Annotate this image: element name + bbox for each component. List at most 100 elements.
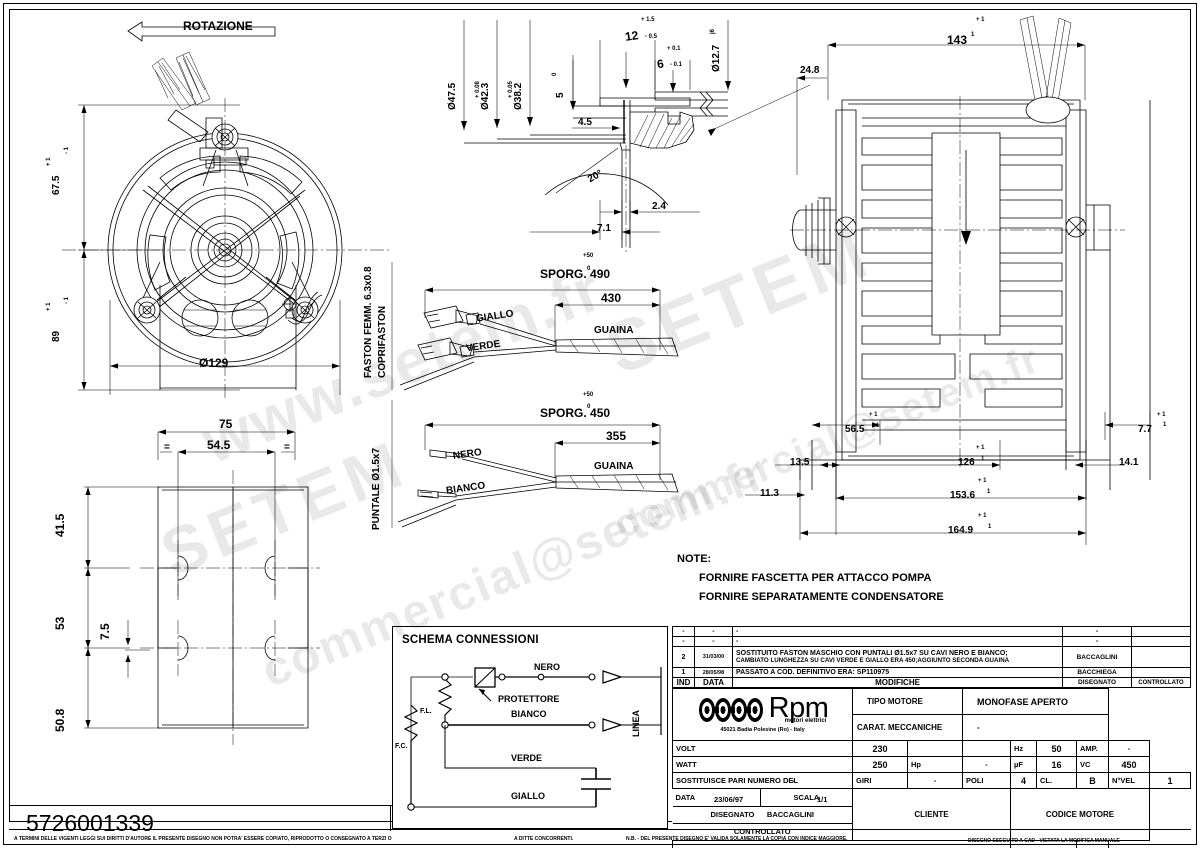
rotation-label: ROTAZIONE: [183, 19, 253, 33]
rpm-logo-icon: [698, 697, 763, 722]
schema-label-linea: LINEA: [631, 710, 641, 737]
rev-data: -: [693, 636, 733, 647]
dim-d38-2-tol: + 0.05: [508, 81, 514, 98]
sheet-border-outer: [3, 3, 1197, 845]
rev-modifiche-line1: SOSTITUITO FASTON MASCHIO CON PUNTALI Ø1…: [735, 650, 1008, 657]
revision-table: - - - - - - - - 2 31/03/00 SOSTITUITO FA…: [672, 626, 1192, 688]
rev-ind: -: [672, 636, 695, 647]
dim-6-tol-top: + 0.1: [667, 46, 681, 52]
logo-subtitle: motori elettrici: [784, 718, 827, 725]
field-disegnato-row: DISEGNATO BACCAGLINI: [672, 805, 852, 824]
dim-50-8: 50.8: [53, 708, 67, 732]
label-430: 430: [601, 291, 622, 305]
dim-67-5-tol-bot: - 1: [64, 146, 70, 154]
field-giri-value: -: [907, 772, 963, 789]
rev-ind: -: [672, 626, 695, 637]
table-row: DATA SCALA DISEGNATO BACCAGLINI CONTR: [672, 788, 1191, 841]
table-row: CODICE CLIENTE -: [673, 840, 1191, 848]
dim-eq-left: =: [164, 442, 170, 453]
dim-164-9-tol-bot: 1: [988, 524, 992, 530]
footer-nb-note: N.B. - DEL PRESENTE DISEGNO E' VALIDA SO…: [626, 836, 848, 842]
label-faston-femm: FASTON FEMM. 6.3x0.8: [363, 266, 374, 378]
table-row: DISEGNATO BACCAGLINI: [672, 805, 852, 824]
dim-67-5: 67.5: [51, 175, 62, 195]
field-hz-value: 50: [1036, 740, 1077, 757]
dim-7-5: 7.5: [98, 623, 112, 640]
table-row: 1 28/05/98 PASSATO A COD. DEFINITIVO ERA…: [672, 667, 1192, 678]
field-poli-label: POLI: [962, 772, 1011, 789]
dim-4-5: 4.5: [578, 117, 592, 128]
rev-disegnato: -: [1062, 636, 1132, 647]
label-sporg-lower-tol-top: +50: [583, 392, 594, 398]
field-nvel-label: N°VEL: [1108, 772, 1150, 789]
field-tipo-motore-value: MONOFASE APERTO: [962, 688, 1109, 715]
dim-54-5: 54.5: [207, 438, 231, 452]
notes-line-2: FORNIRE SEPARATAMENTE CONDENSATORE: [699, 591, 944, 603]
dim-153-6-tol-bot: 1: [987, 489, 991, 495]
dim-diameter-129: Ø129: [199, 356, 229, 370]
dim-56-5: 56.5: [845, 424, 865, 435]
field-blank-cell: [962, 740, 1011, 757]
rev-modifiche: -: [731, 636, 1064, 647]
logo-text-group: Rpm motori elettrici: [768, 691, 829, 725]
dim-56-5-tol-top: + 1: [869, 412, 878, 418]
cable-upper-view: [392, 262, 678, 390]
field-disegnato-label: DISEGNATO: [710, 810, 755, 819]
rev-header-controllato: CONTROLLATO: [1130, 677, 1192, 688]
rev-modifiche-line2: CAMBIATO LUNGHEZZA SU CAVI VERDE E GIALL…: [735, 657, 1010, 664]
rev-header-disegnato: DISEGNATO: [1062, 677, 1132, 688]
dim-eq-right: =: [284, 442, 290, 453]
dim-89-tol-bot: - 1: [64, 296, 70, 304]
notes-line-1: FORNIRE FASCETTA PER ATTACCO POMPA: [699, 572, 932, 584]
rev-disegnato: BACCAGLINI: [1062, 646, 1132, 668]
dim-7-7-tol-top: + 1: [1157, 412, 1166, 418]
dim-89-tol-top: + 1: [46, 302, 52, 311]
field-watt-label: WATT: [672, 756, 853, 773]
schema-title: SCHEMA CONNESSIONI: [402, 634, 539, 646]
label-giallo-wire: GIALLO: [475, 308, 515, 325]
dim-164-9: 164.9: [948, 525, 974, 536]
dim-2-4: 2.4: [652, 201, 666, 212]
field-amp-value: -: [1108, 740, 1150, 757]
bracket-view: [84, 429, 320, 745]
field-volt-value: 230: [852, 740, 908, 757]
motor-code-value: 110703.00: [676, 844, 1007, 848]
field-watt-value: 250: [852, 756, 908, 773]
field-cl-value: B: [1076, 772, 1109, 789]
field-hp-label-blank: [907, 740, 963, 757]
field-volt-label: VOLT: [672, 740, 853, 757]
front-view: [62, 22, 392, 400]
field-poli-value: 4: [1010, 772, 1037, 789]
table-row: - - - -: [672, 626, 1192, 637]
field-scala-value: 1/1: [817, 795, 828, 804]
title-block-main: Rpm motori elettrici 45021 Badia Polesin…: [672, 688, 1191, 848]
field-sostituisce-label: SOSTITUISCE PARI NUMERO DEL: [672, 772, 853, 789]
schema-label-verde: VERDE: [511, 753, 543, 763]
schema-label-protettore: PROTETTORE: [498, 694, 560, 704]
field-amp-label: AMP.: [1076, 740, 1109, 757]
title-block: - - - - - - - - 2 31/03/00 SOSTITUITO FA…: [672, 626, 1192, 848]
sub-left-table: DATA SCALA DISEGNATO BACCAGLINI CONTR: [672, 789, 852, 840]
field-sostituisce-value: -: [792, 776, 795, 785]
table-row: Rpm motori elettrici 45021 Badia Polesin…: [672, 688, 1191, 741]
dim-shaft-fit: j6: [710, 28, 716, 34]
field-uf-value: 16: [1036, 756, 1077, 773]
table-row: 2 31/03/00 SOSTITUITO FASTON MASCHIO CON…: [672, 646, 1192, 668]
rev-disegnato: BACCHIEGA: [1062, 667, 1132, 678]
dim-75: 75: [219, 417, 233, 431]
dim-14-1: 14.1: [1119, 457, 1139, 468]
logo-address: 45021 Badia Polesine (Ro) - Italy: [720, 727, 805, 734]
label-bianco-wire: BIANCO: [445, 480, 486, 497]
logo-wordmark: Rpm: [768, 691, 829, 724]
label-nero-wire: NERO: [452, 447, 483, 462]
dim-67-5-tol-top: + 1: [46, 157, 52, 166]
field-vc-value: 450: [1108, 756, 1150, 773]
dim-5-tol: 0: [552, 72, 558, 76]
rev-disegnato: -: [1062, 626, 1132, 637]
dim-shaft-dia: Ø12.7: [711, 44, 722, 72]
rev-modifiche: SOSTITUITO FASTON MASCHIO CON PUNTALI Ø1…: [731, 646, 1064, 668]
field-uf-label: µF: [1010, 756, 1037, 773]
label-sporg-lower-tol-bot: 0: [587, 404, 591, 410]
rev-modifiche: PASSATO A COD. DEFINITIVO ERA: SP110975: [731, 667, 1064, 678]
logo-row: Rpm motori elettrici: [676, 691, 849, 725]
